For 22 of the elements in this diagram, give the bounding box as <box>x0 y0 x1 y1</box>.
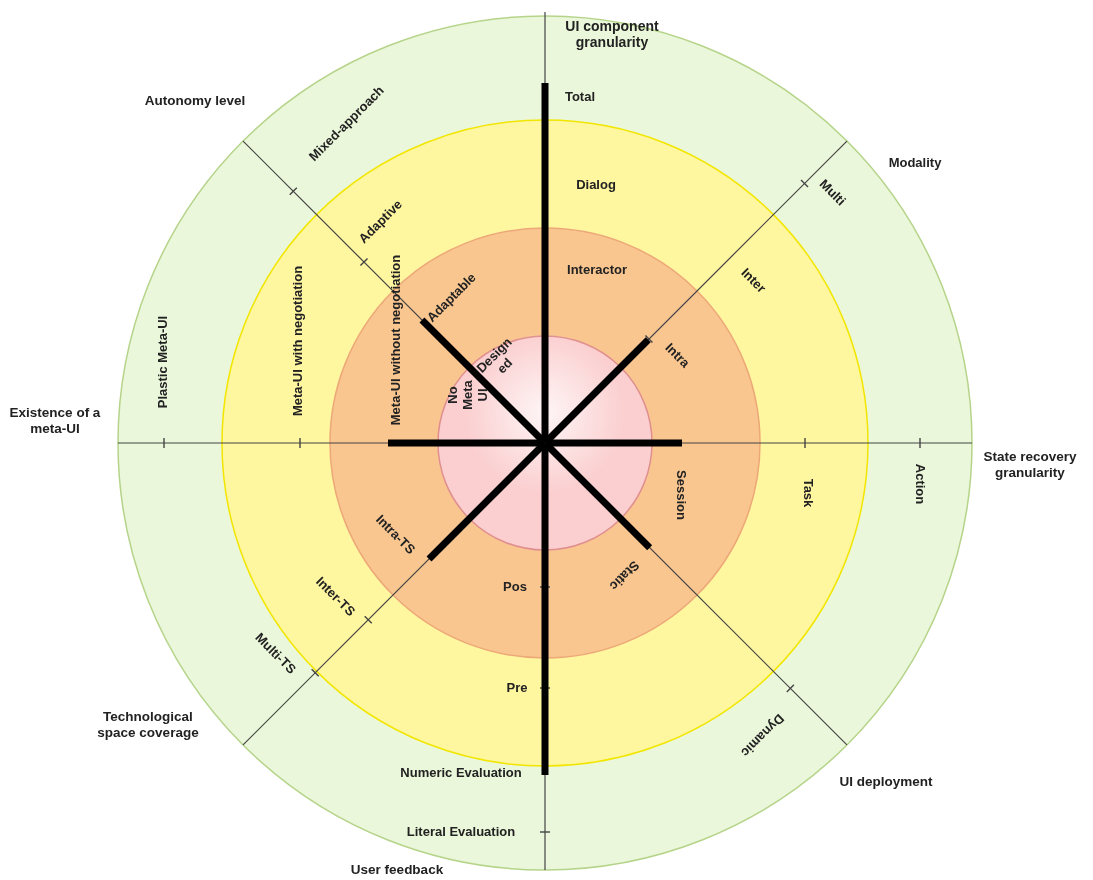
axis-label: Action <box>912 463 928 505</box>
axis-label: Meta-UI with negotiation <box>290 265 306 417</box>
axis-label: User feedback <box>350 862 444 878</box>
axis-label: Meta-UI without negotiation <box>388 253 404 428</box>
axis-label: UI deployment <box>839 774 933 790</box>
axis-label: Task <box>800 478 816 508</box>
axis-label: State recovery granularity <box>982 449 1078 481</box>
axis-label: No Meta UI <box>445 379 491 412</box>
axis-label: Total <box>564 89 596 105</box>
axis-label: Literal Evaluation <box>406 824 516 840</box>
axis-label: Existence of a meta-UI <box>8 405 102 437</box>
axis-label: Pos <box>503 579 527 595</box>
axis-label: Numeric Evaluation <box>400 765 522 781</box>
axis-label: Modality <box>888 155 942 171</box>
axis-label: Interactor <box>567 262 627 278</box>
axis-label: Session <box>673 470 689 520</box>
axis-label: Technological space coverage <box>96 709 200 741</box>
axis-label: Plastic Meta-UI <box>155 315 171 409</box>
axis-label: Dialog <box>576 177 616 193</box>
axis-label: Pre <box>506 680 528 696</box>
axis-label: Autonomy level <box>144 93 246 109</box>
axis-label: UI component granularity <box>564 17 660 51</box>
